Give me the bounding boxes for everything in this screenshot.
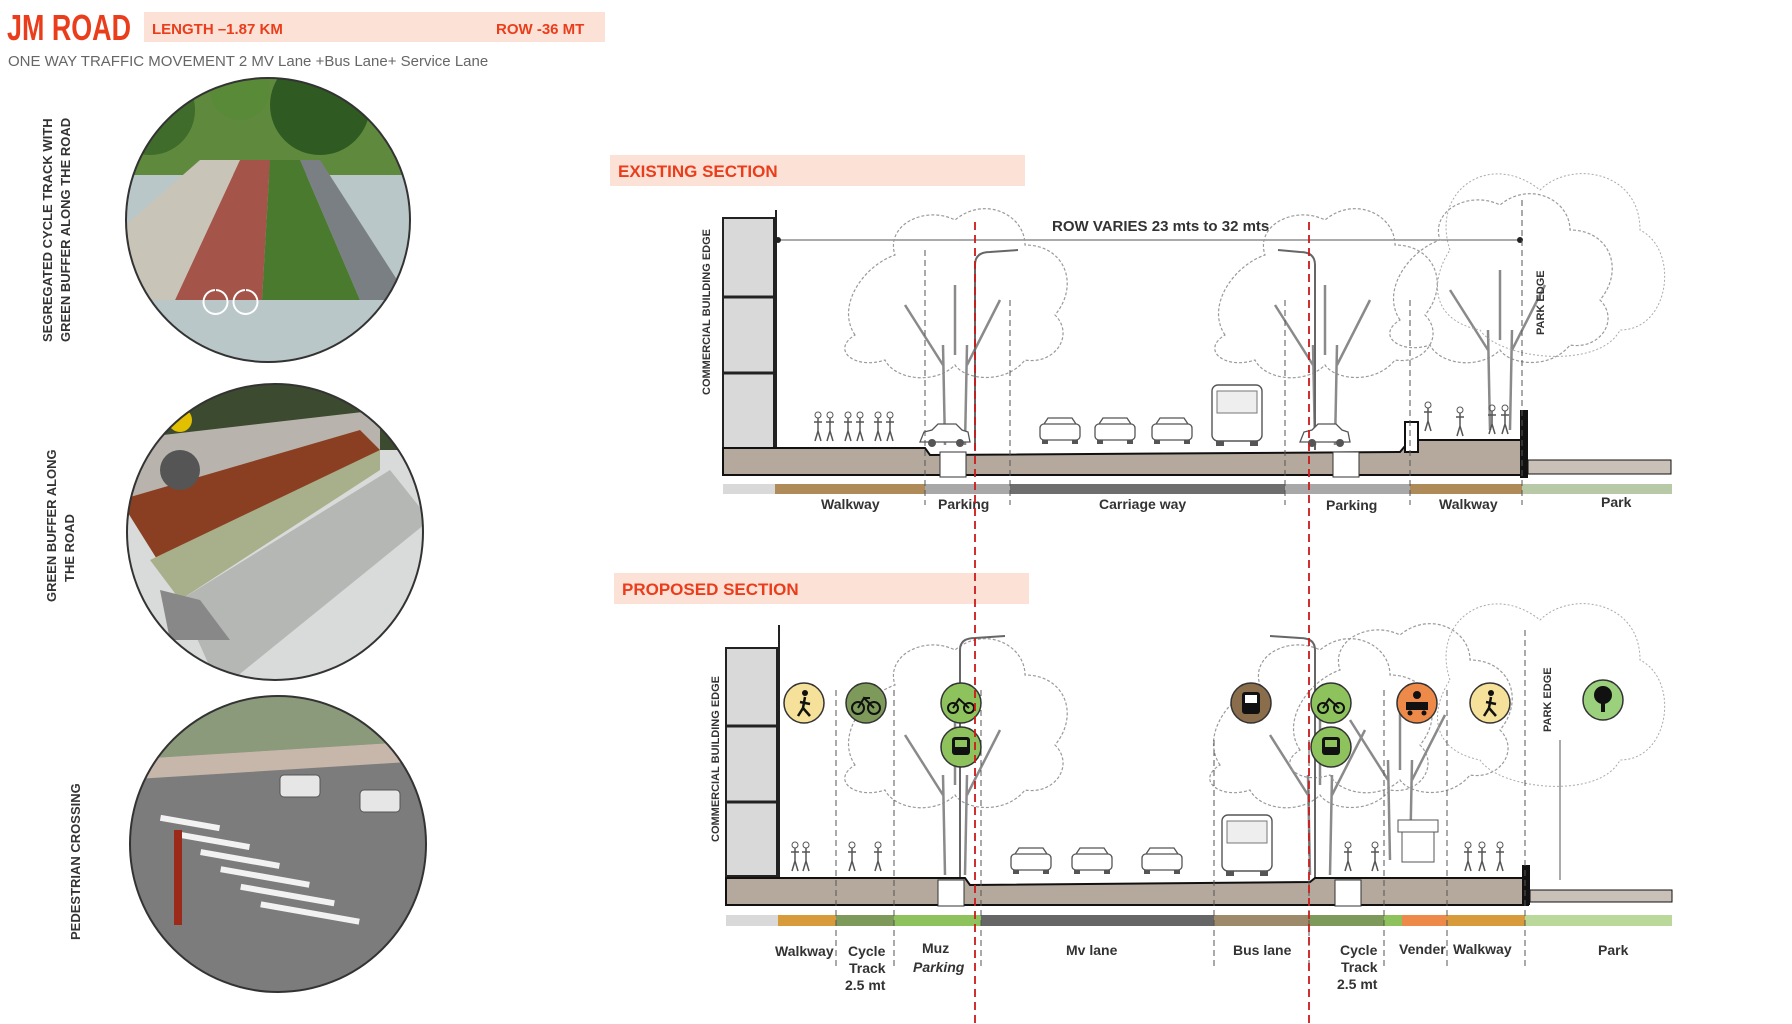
svg-text:GREEN BUFFER ALONG THE ROAD: GREEN BUFFER ALONG THE ROAD [58, 118, 73, 342]
existing-zone-park: Park [1601, 494, 1632, 510]
cycle-icon [845, 682, 887, 724]
pedestrian-icon-2 [1469, 682, 1511, 724]
vendor-icon [1396, 682, 1438, 724]
svg-text:GREEN BUFFER ALONG: GREEN BUFFER ALONG [44, 449, 59, 602]
proposed-building-label: COMMERCIAL BUILDING EDGE [710, 676, 722, 842]
existing-building-label: COMMERCIAL BUILDING EDGE [701, 229, 713, 395]
row-label: ROW -36 MT [496, 21, 584, 38]
proposed-zone-cycle-track-2: Cycle Track 2.5 mt [1337, 942, 1378, 992]
header-band [144, 12, 605, 42]
tree-icon [1582, 679, 1624, 721]
svg-text:2.5 mt: 2.5 mt [845, 977, 886, 993]
svg-text:Track: Track [1341, 959, 1378, 975]
photo-cycle-track [125, 77, 411, 363]
proposed-park-edge-label: PARK EDGE [1542, 667, 1554, 732]
existing-zone-parking-1: Parking [938, 496, 989, 512]
existing-section: EXISTING SECTION COMMERCIAL BUILDING EDG… [610, 155, 1672, 513]
svg-text:Parking: Parking [913, 959, 965, 975]
photo-label-3: PEDESTRIAN CROSSING [68, 783, 83, 940]
length-label: LENGTH –1.87 KM [152, 21, 283, 38]
existing-zone-walkway-1: Walkway [821, 496, 880, 512]
existing-section-title: EXISTING SECTION [618, 162, 778, 181]
page-title: JM ROAD [7, 7, 131, 48]
photo-pedestrian-crossing [129, 695, 427, 993]
svg-text:Cycle: Cycle [848, 943, 886, 959]
svg-text:Track: Track [849, 960, 886, 976]
proposed-zone-bus-lane: Bus lane [1233, 942, 1292, 958]
photo-green-buffer [126, 383, 424, 681]
row-varies-label: ROW VARIES 23 mts to 32 mts [1052, 218, 1269, 235]
proposed-zone-vender: Vender [1399, 941, 1446, 957]
proposed-section-title: PROPOSED SECTION [622, 580, 799, 599]
pedestrian-icon [783, 682, 825, 724]
svg-text:2.5 mt: 2.5 mt [1337, 976, 1378, 992]
proposed-section: PROPOSED SECTION COMMERCIAL BUILDING EDG… [614, 573, 1673, 993]
existing-zone-carriage-way: Carriage way [1099, 496, 1186, 512]
existing-section-band [610, 155, 1025, 186]
proposed-zone-walkway-2: Walkway [1453, 941, 1512, 957]
svg-text:Muz: Muz [922, 940, 949, 956]
svg-text:SEGREGATED CYCLE TRACK WITH: SEGREGATED CYCLE TRACK WITH [40, 118, 55, 342]
existing-zone-parking-2: Parking [1326, 497, 1377, 513]
proposed-zone-muz-parking: Muz Parking [913, 940, 965, 975]
existing-zone-walkway-2: Walkway [1439, 496, 1498, 512]
proposed-zone-cycle-track-1: Cycle Track 2.5 mt [845, 943, 886, 993]
bus-stop-icon [1310, 682, 1352, 768]
svg-text:THE ROAD: THE ROAD [62, 514, 77, 582]
photo-label-1: SEGREGATED CYCLE TRACK WITH GREEN BUFFER… [40, 118, 73, 342]
bus-icon [1230, 682, 1272, 724]
cycle-parking-icon [940, 682, 982, 768]
existing-park-edge-label: PARK EDGE [1535, 270, 1547, 335]
proposed-zone-walkway-1: Walkway [775, 943, 834, 959]
svg-text:Cycle: Cycle [1340, 942, 1378, 958]
proposed-zone-mv-lane: Mv lane [1066, 942, 1118, 958]
proposed-section-band [614, 573, 1029, 604]
svg-text:PEDESTRIAN CROSSING: PEDESTRIAN CROSSING [68, 783, 83, 940]
subtitle: ONE WAY TRAFFIC MOVEMENT 2 MV Lane +Bus … [8, 53, 488, 70]
proposed-zone-park: Park [1598, 942, 1629, 958]
photo-label-2: GREEN BUFFER ALONG THE ROAD [44, 449, 77, 602]
